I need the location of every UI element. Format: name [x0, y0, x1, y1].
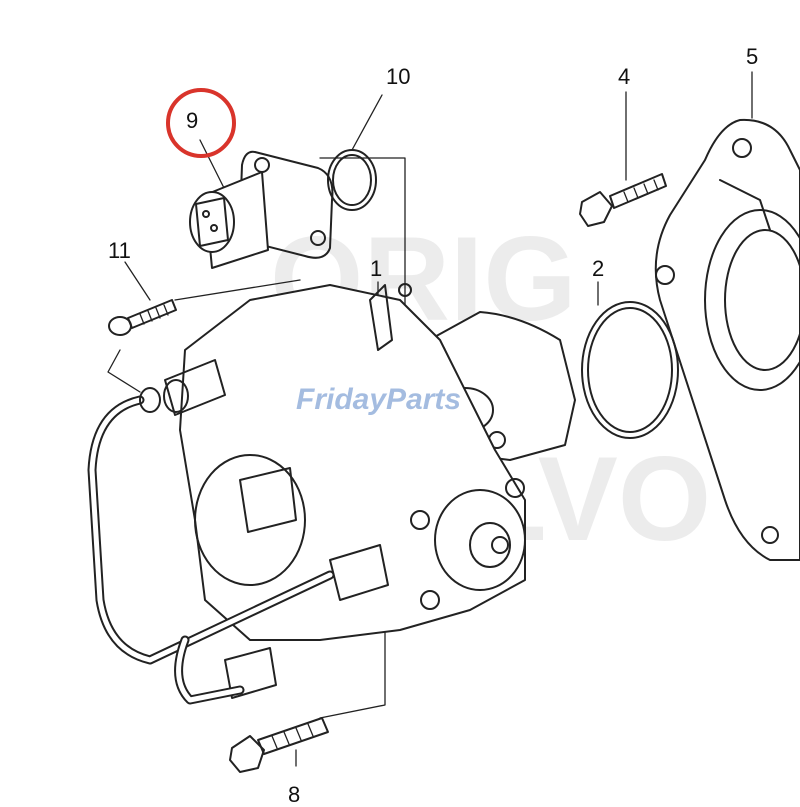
part-10-o-ring — [327, 149, 377, 211]
part-8-bolt — [229, 717, 329, 773]
callout-9: 9 — [186, 108, 199, 133]
callout-1: 1 — [370, 256, 383, 281]
part-1-pump — [87, 283, 576, 705]
watermark-logo: FridayParts — [296, 383, 462, 416]
callout-10: 10 — [386, 64, 411, 89]
part-9-solenoid — [189, 150, 334, 269]
callout-8: 8 — [288, 782, 301, 807]
part-11-bolt — [108, 299, 177, 336]
part-5-flange — [654, 118, 800, 561]
callout-11: 11 — [108, 238, 131, 263]
callout-2: 2 — [592, 256, 605, 281]
callout-5: 5 — [746, 44, 759, 69]
callout-9-highlight — [166, 88, 236, 158]
callout-4: 4 — [618, 64, 631, 89]
part-2-o-ring — [581, 301, 679, 439]
part-4-bolt — [579, 173, 667, 227]
